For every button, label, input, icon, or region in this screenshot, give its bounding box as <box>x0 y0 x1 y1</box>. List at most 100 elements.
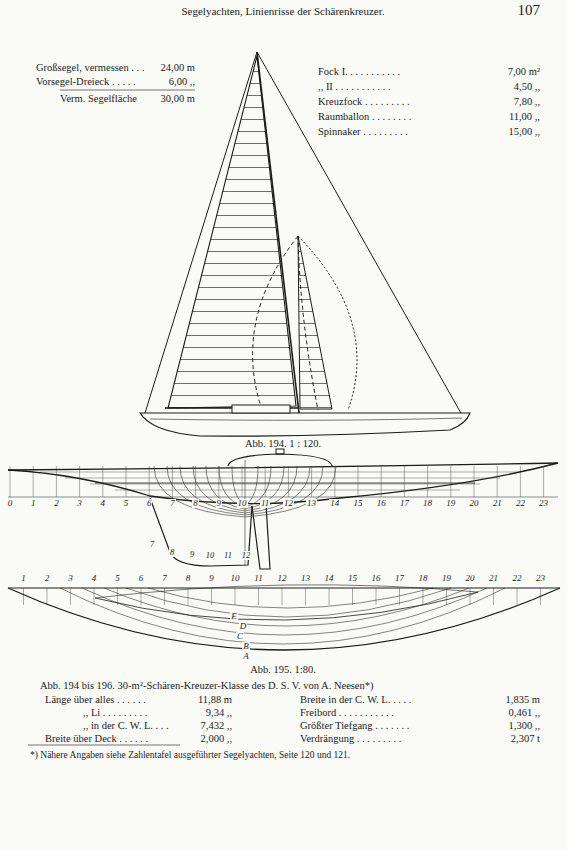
table-value: 9,34 ,, <box>206 707 232 719</box>
station-number: 9 <box>189 550 195 559</box>
construction-line <box>40 472 520 473</box>
station-number: 12 <box>241 551 252 560</box>
construction-curve <box>245 466 336 517</box>
table-value: 2,000 ,, <box>201 733 233 745</box>
station-number: 12 <box>283 499 294 508</box>
table-label: Vorsegel-Dreieck . . . . . <box>36 76 136 88</box>
page-header: Segelyachten, Linienrisse der Schärenkre… <box>181 5 384 18</box>
construction-curve <box>245 466 297 511</box>
construction-line <box>474 466 475 497</box>
station-number: 19 <box>445 499 456 508</box>
table-label: Verdrängung . . . . . . . . . <box>300 733 401 745</box>
station-number: 1 <box>20 574 27 583</box>
construction-curve <box>180 466 245 513</box>
construction-line <box>242 466 243 497</box>
construction-line <box>470 588 471 605</box>
station-number: 8 <box>192 499 199 508</box>
construction-curve <box>245 466 271 507</box>
profile-view <box>8 449 558 569</box>
table-value: 7,80 ,, <box>514 96 540 108</box>
station-number: 2 <box>44 574 51 583</box>
table-value: 1,300 ,, <box>509 720 541 732</box>
construction-line <box>517 588 518 605</box>
station-number: 7 <box>161 574 168 583</box>
station-number: 8 <box>185 574 192 583</box>
construction-line <box>56 466 57 497</box>
station-number: 0 <box>7 499 14 508</box>
construction-line <box>164 588 165 605</box>
station-number: 8 <box>169 548 175 557</box>
station-number: 7 <box>149 540 155 549</box>
construction-curve <box>245 466 310 513</box>
station-number: 1 <box>30 499 37 508</box>
page-number: 107 <box>518 2 541 19</box>
construction-line <box>115 490 460 491</box>
construction-line <box>497 466 498 497</box>
table-label: Breite in der C. W. L. . . . . <box>300 694 411 706</box>
construction-line <box>258 588 259 605</box>
construction-line <box>149 466 150 497</box>
station-number: 13 <box>300 574 311 583</box>
station-number: 21 <box>492 499 503 508</box>
construction-line <box>23 588 24 605</box>
construction-line <box>450 466 451 497</box>
station-number: 16 <box>376 499 387 508</box>
station-number: 14 <box>329 499 340 508</box>
table-label: ,, II . . . . . . . . . . . <box>318 81 391 93</box>
construction-line <box>117 588 118 605</box>
construction-line <box>282 588 283 605</box>
half-breadth-plan <box>8 585 560 650</box>
station-number: 10 <box>230 574 241 583</box>
figure-number: Abb. 194. 1 : 120. <box>245 438 321 450</box>
construction-curve <box>148 588 433 608</box>
table-value: 11,88 m <box>198 694 232 706</box>
construction-line <box>493 588 494 605</box>
figure-number: Abb. 195. 1:80. <box>250 664 316 676</box>
station-number: 11 <box>260 499 270 508</box>
construction-line <box>404 466 405 497</box>
station-number: 7 <box>169 499 176 508</box>
station-number: 15 <box>353 499 364 508</box>
construction-line <box>381 466 382 497</box>
table-value: 7,00 m² <box>508 66 540 78</box>
construction-line <box>329 588 330 605</box>
station-number: 15 <box>347 574 358 583</box>
construction-line <box>10 466 11 497</box>
table-value: 11,00 ,, <box>509 111 540 123</box>
station-number: 3 <box>67 574 74 583</box>
table-label: Fock I. . . . . . . . . . . <box>318 66 400 78</box>
station-number: 20 <box>469 499 480 508</box>
station-number: 23 <box>535 574 546 583</box>
station-number: 6 <box>138 574 145 583</box>
table-value: 24,00 m <box>161 62 195 74</box>
table-value: 0,461 ,, <box>509 707 541 719</box>
station-number: 18 <box>418 574 429 583</box>
waterline-letter: E <box>230 612 238 621</box>
table-value: 4,50 ,, <box>514 81 540 93</box>
station-number: 10 <box>205 551 216 560</box>
table-label: Breite über Deck . . . . . . <box>45 733 148 745</box>
table-label: Großsegel, vermessen . . . <box>36 62 144 74</box>
sail-plan <box>28 52 470 745</box>
construction-curve <box>167 466 245 515</box>
station-number: 9 <box>208 574 215 583</box>
construction-line <box>399 588 400 605</box>
station-number: 9 <box>216 499 223 508</box>
station-number: 22 <box>515 499 526 508</box>
lines-grid <box>10 460 544 644</box>
station-number: 12 <box>277 574 288 583</box>
table-label: ,, Li . . . . . . . . . <box>83 707 147 719</box>
table-label: Verm. Segelfläche <box>60 93 137 105</box>
construction-curve <box>154 466 245 517</box>
construction-line <box>334 466 335 497</box>
table-value: 15,00 ,, <box>509 126 541 138</box>
station-number: 11 <box>223 551 233 560</box>
station-number: 10 <box>237 499 248 508</box>
construction-curve <box>245 466 284 509</box>
station-number: 2 <box>53 499 60 508</box>
table-label: Spinnaker . . . . . . . . . <box>318 126 408 138</box>
table-label: Länge über alles . . . . . . <box>45 694 146 706</box>
table-label: Kreuzfock . . . . . . . . . <box>318 96 410 108</box>
construction-line <box>94 588 95 605</box>
station-number: 16 <box>371 574 382 583</box>
